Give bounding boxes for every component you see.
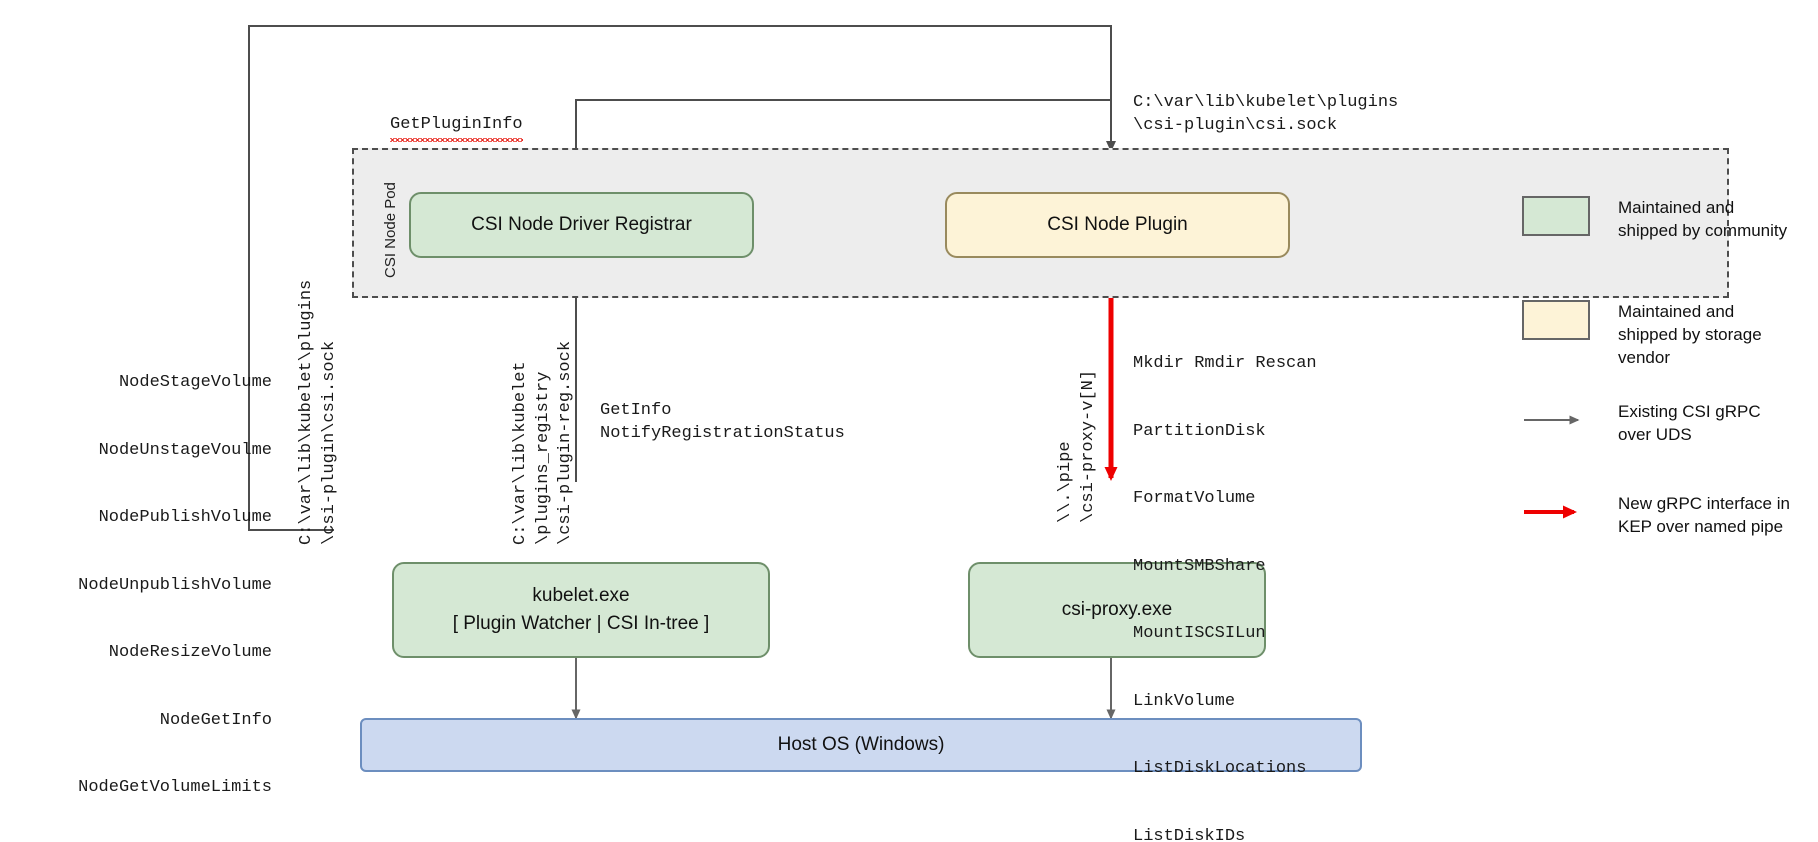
edge-kubelet-to-node-plugin	[248, 25, 1116, 531]
api-item: Mkdir Rmdir Rescan	[1133, 354, 1317, 373]
legend-label-existing-grpc: Existing CSI gRPC over UDS	[1618, 402, 1761, 444]
node-csi-proxy-exe[interactable]: csi-proxy.exe	[968, 562, 1266, 658]
api-item: MountSMBShare	[1133, 556, 1266, 576]
rpc-item: NodeUnpublishVolume	[78, 575, 272, 595]
list-csi-node-rpcs: NodeStageVolume NodeUnstageVoulme NodePu…	[0, 327, 272, 842]
legend-arrow-new	[1522, 492, 1590, 532]
legend-swatch-vendor	[1522, 300, 1590, 340]
node-label-host-os: Host OS (Windows)	[777, 734, 945, 755]
legend-label-vendor: Maintained and shipped by storage vendor	[1618, 302, 1762, 367]
legend-label-new-grpc: New gRPC interface in KEP over named pip…	[1618, 494, 1790, 536]
label-registration-calls: GetInfo NotifyRegistrationStatus	[600, 401, 845, 443]
label-get-plugin-info-wrap: GetPluginInfo	[390, 114, 523, 141]
legend-arrow-existing	[1522, 400, 1590, 440]
rpc-item: NodeResizeVolume	[108, 643, 272, 662]
api-item: MountISCSILun	[1133, 624, 1266, 643]
node-csi-node-plugin[interactable]: CSI Node Plugin	[945, 192, 1290, 258]
legend-label-community: Maintained and shipped by community	[1618, 198, 1788, 240]
node-host-os[interactable]: Host OS (Windows)	[360, 718, 1362, 772]
label-node-socket-path-vertical: C:\var\lib\kubelet\plugins \csi-plugin\c…	[297, 279, 339, 545]
node-label-plugin: CSI Node Plugin	[1047, 214, 1188, 236]
list-csi-proxy-apis: Mkdir Rmdir Rescan PartitionDisk FormatV…	[1133, 308, 1317, 842]
node-csi-node-driver-registrar[interactable]: CSI Node Driver Registrar	[409, 192, 754, 258]
node-label-csi-proxy: csi-proxy.exe	[1061, 599, 1173, 621]
rpc-item: NodeStageVolume	[118, 373, 272, 392]
node-kubelet-exe[interactable]: kubelet.exe [ Plugin Watcher | CSI In-tr…	[392, 562, 770, 658]
legend-item-new-grpc: New gRPC interface in KEP over named pip…	[1522, 492, 1798, 538]
api-item: FormatVolume	[1133, 489, 1256, 508]
api-item: LinkVolume	[1133, 691, 1236, 711]
legend-item-community: Maintained and shipped by community	[1522, 196, 1798, 242]
api-item: ListDiskLocations	[1133, 759, 1307, 778]
label-registry-socket-path-vertical: C:\var\lib\kubelet \plugins_registry \cs…	[511, 340, 575, 545]
rpc-item: NodeGetInfo	[159, 710, 272, 730]
legend-item-existing-grpc: Existing CSI gRPC over UDS	[1522, 400, 1798, 446]
rpc-item: NodePublishVolume	[98, 508, 272, 527]
edge-registrar-to-node-plugin	[575, 99, 1111, 170]
node-label-kubelet-sub: [ Plugin Watcher | CSI In-tree ]	[452, 613, 710, 634]
node-label-kubelet: kubelet.exe	[532, 585, 630, 607]
legend-item-vendor: Maintained and shipped by storage vendor	[1522, 300, 1798, 369]
rpc-item: NodeUnstageVoulme	[98, 440, 272, 460]
api-item: PartitionDisk	[1133, 421, 1266, 441]
label-named-pipe-vertical: \\.\pipe \csi-proxy-v[N]	[1056, 369, 1098, 523]
label-get-plugin-info: GetPluginInfo	[390, 114, 523, 141]
rpc-item: NodeGetVolumeLimits	[78, 778, 272, 797]
node-label-registrar: CSI Node Driver Registrar	[471, 214, 692, 236]
api-item: ListDiskIDs	[1133, 826, 1246, 842]
legend-swatch-community	[1522, 196, 1590, 236]
label-plugin-socket-path: C:\var\lib\kubelet\plugins \csi-plugin\c…	[1133, 93, 1399, 135]
csi-node-pod-label: CSI Node Pod	[382, 182, 399, 278]
